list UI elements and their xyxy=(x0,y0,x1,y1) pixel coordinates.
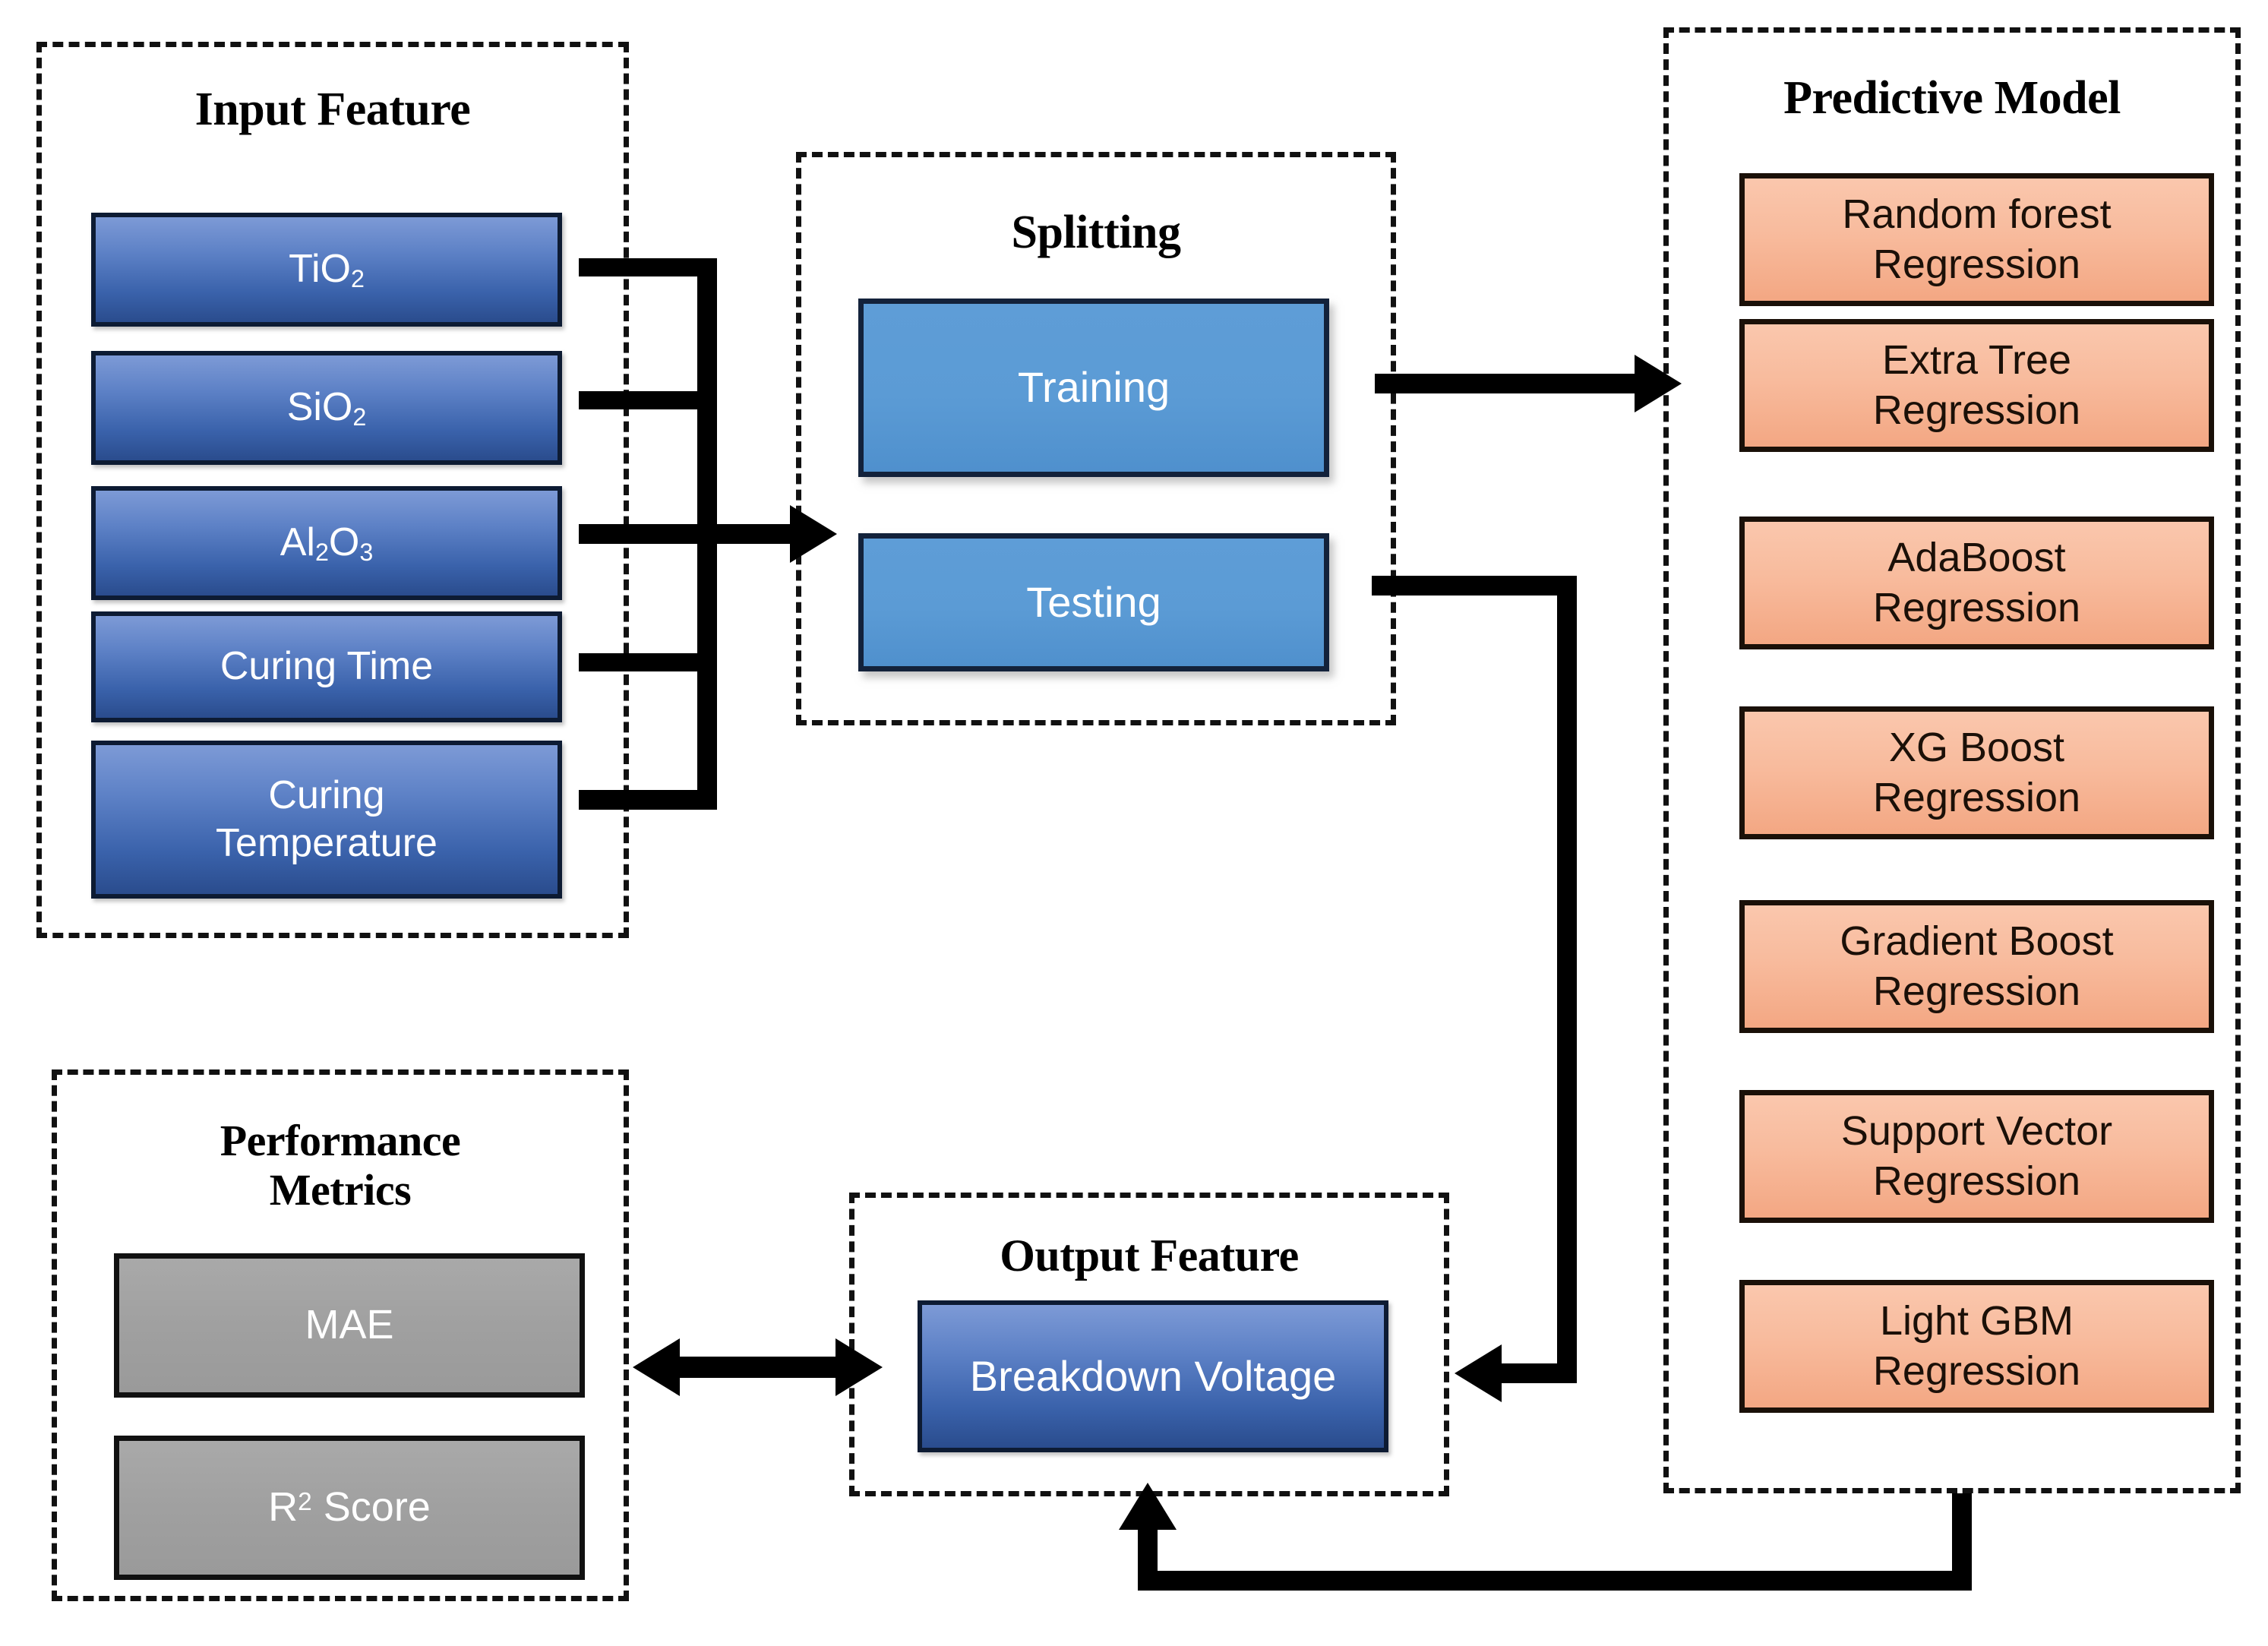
input-item-al2o3[interactable]: Al2O3 xyxy=(91,486,562,600)
connector-model-feedback-vertical-right xyxy=(1952,1493,1972,1586)
connector-input-bus-stub-curing-time xyxy=(579,653,714,671)
connector-model-feedback-vertical-left xyxy=(1138,1519,1158,1591)
connector-input-bus-stub-tio2 xyxy=(579,258,715,276)
split-item-label: Training xyxy=(1017,363,1170,412)
arrow-model-to-output-icon xyxy=(1119,1483,1177,1530)
output-item-label: Breakdown Voltage xyxy=(969,1351,1337,1400)
metric-item-label: MAE xyxy=(305,1302,394,1348)
group-predictive-model xyxy=(1663,27,2241,1493)
connector-model-feedback-horizontal xyxy=(1138,1571,1972,1591)
arrow-to-metrics-icon xyxy=(633,1338,680,1396)
group-title-splitting: Splitting xyxy=(1011,207,1181,258)
arrow-training-to-model-icon xyxy=(1635,355,1682,412)
group-splitting xyxy=(796,152,1396,725)
group-input-feature xyxy=(36,42,629,938)
input-item-tio2[interactable]: TiO2 xyxy=(91,213,562,327)
input-item-sio2[interactable]: SiO2 xyxy=(91,351,562,465)
split-item-testing[interactable]: Testing xyxy=(858,533,1329,671)
output-item-breakdown-voltage[interactable]: Breakdown Voltage xyxy=(918,1300,1388,1452)
arrow-testing-to-output-icon xyxy=(1455,1344,1502,1402)
arrow-to-output-icon xyxy=(835,1338,883,1396)
group-title-line2: Metrics xyxy=(269,1164,412,1215)
split-item-training[interactable]: Training xyxy=(858,299,1329,477)
input-item-label: SiO2 xyxy=(286,384,367,431)
connector-input-bus-stub-al2o3 xyxy=(579,524,714,544)
group-title-input-feature: Input Feature xyxy=(194,84,471,135)
arrow-input-to-splitting-icon xyxy=(790,505,837,563)
input-item-label: Al2O3 xyxy=(280,520,374,566)
connector-output-to-metrics-line xyxy=(678,1357,839,1378)
group-performance-metrics xyxy=(52,1069,629,1601)
group-title-line1: Performance xyxy=(220,1116,461,1165)
connector-input-bus-to-splitting xyxy=(697,524,796,544)
input-item-label: Curing Time xyxy=(220,644,434,689)
group-title-performance-metrics: Performance Metrics xyxy=(52,1116,629,1215)
connector-testing-elbow-top xyxy=(1372,576,1577,596)
connector-training-to-model-line xyxy=(1375,374,1641,393)
metric-item-label: R2 Score xyxy=(268,1484,431,1531)
input-item-label: TiO2 xyxy=(289,246,365,292)
metric-item-mae[interactable]: MAE xyxy=(114,1253,585,1398)
group-title-output-feature: Output Feature xyxy=(1000,1231,1299,1281)
group-title-predictive-model: Predictive Model xyxy=(1783,72,2121,124)
connector-testing-elbow-bottom xyxy=(1500,1363,1577,1383)
connector-testing-elbow-vertical xyxy=(1557,576,1577,1373)
input-item-curing-time[interactable]: Curing Time xyxy=(91,611,562,722)
split-item-label: Testing xyxy=(1026,577,1161,626)
connector-input-bus-stub-curing-temperature xyxy=(579,790,714,810)
metric-item-r2-score[interactable]: R2 Score xyxy=(114,1436,585,1580)
connector-input-bus-stub-sio2 xyxy=(579,391,714,409)
